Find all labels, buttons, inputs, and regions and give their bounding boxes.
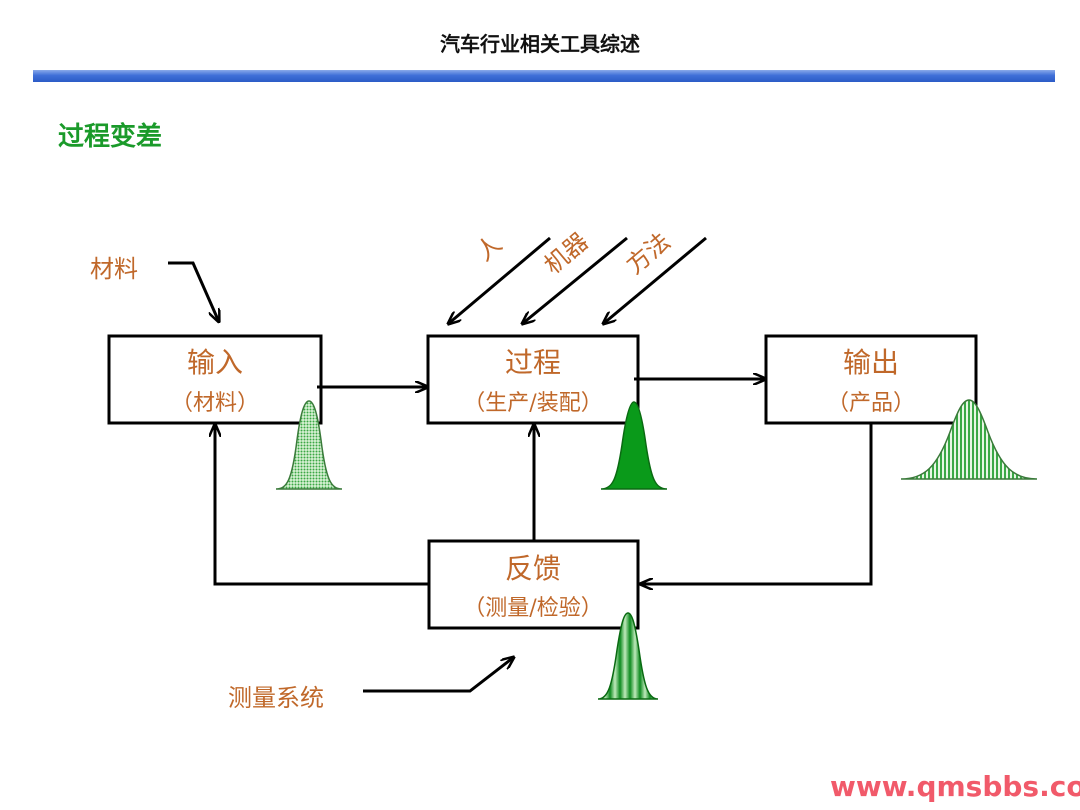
- output-box: 输出 （产品）: [764, 334, 978, 425]
- section-title: 过程变差: [58, 122, 163, 152]
- arrow-material-to-input: [168, 261, 219, 322]
- label-measurement-system: 测量系统: [228, 684, 324, 712]
- arrow-method-to-process: [603, 236, 707, 324]
- label-material: 材料: [90, 255, 138, 283]
- label-person: 人: [471, 230, 507, 267]
- feedback-box-subtitle: （测量/检验）: [463, 596, 602, 621]
- feedback-distribution-curve: [597, 612, 659, 700]
- arrow-machine-to-process: [522, 236, 628, 324]
- arrow-feedback-to-input: [215, 424, 429, 586]
- feedback-box: 反馈 （测量/检验）: [427, 539, 640, 630]
- arrow-output-to-feedback: [640, 423, 873, 584]
- page-header-title: 汽车行业相关工具综述: [440, 32, 640, 56]
- arrow-person-to-process: [448, 236, 551, 324]
- input-box-title: 输入: [187, 346, 243, 379]
- watermark-text: www.qmsbbs.com: [830, 770, 1080, 803]
- process-box-subtitle: （生产/装配）: [463, 391, 602, 416]
- feedback-box-title: 反馈: [505, 552, 561, 585]
- output-box-subtitle: （产品）: [827, 391, 915, 416]
- input-distribution-curve: [275, 400, 343, 490]
- output-distribution-curve: [900, 399, 1038, 480]
- output-box-title: 输出: [843, 346, 899, 379]
- process-box-title: 过程: [505, 346, 561, 379]
- process-distribution-curve: [600, 401, 668, 490]
- input-box: 输入 （材料）: [107, 334, 323, 425]
- arrow-measurement-system-to-feedback: [363, 657, 514, 693]
- input-box-subtitle: （材料）: [171, 391, 259, 416]
- header-divider-bar: [33, 70, 1055, 82]
- process-box: 过程 （生产/装配）: [426, 334, 640, 425]
